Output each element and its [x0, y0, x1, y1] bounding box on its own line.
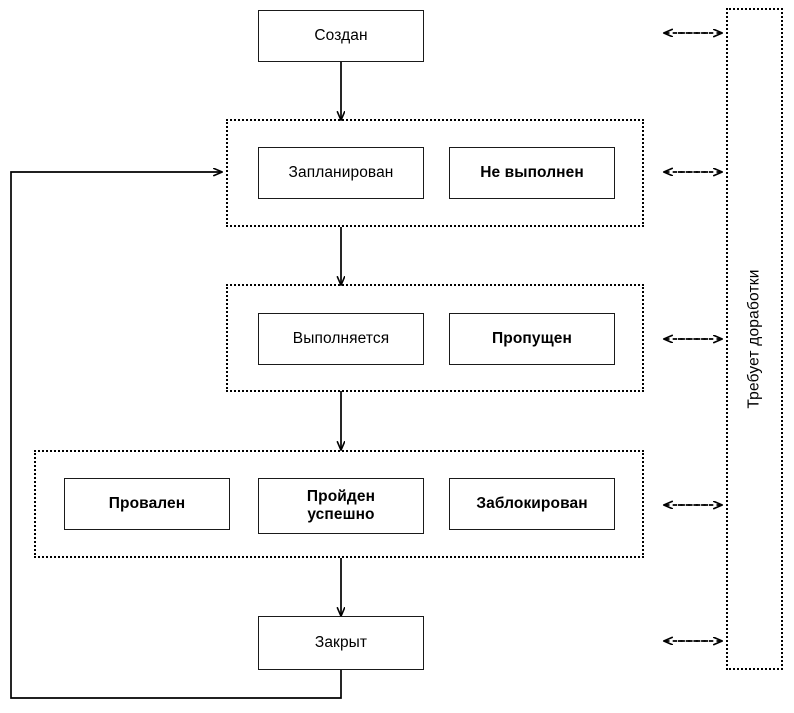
- state-box-passed[interactable]: Пройден успешно: [258, 478, 424, 534]
- state-label-closed: Закрыт: [314, 633, 368, 651]
- state-group-final: [34, 450, 644, 558]
- state-label-not-executed: Не выполнен: [480, 163, 584, 181]
- state-box-planned[interactable]: Запланирован: [258, 147, 424, 199]
- state-label-blocked: Заблокирован: [476, 494, 588, 512]
- state-group-in-progress: [226, 284, 644, 392]
- state-label-planned: Запланирован: [288, 163, 394, 181]
- state-box-rework[interactable]: Требует доработки: [726, 8, 783, 670]
- state-box-not-executed[interactable]: Не выполнен: [449, 147, 615, 199]
- state-box-failed[interactable]: Провален: [64, 478, 230, 530]
- state-label-rework: Требует доработки: [745, 269, 763, 409]
- state-label-created: Создан: [314, 26, 368, 44]
- state-box-in-progress[interactable]: Выполняется: [258, 313, 424, 365]
- state-group-planned: [226, 119, 644, 227]
- state-box-blocked[interactable]: Заблокирован: [449, 478, 615, 530]
- state-box-skipped[interactable]: Пропущен: [449, 313, 615, 365]
- state-box-created[interactable]: Создан: [258, 10, 424, 62]
- state-label-in-progress: Выполняется: [292, 329, 390, 347]
- state-label-passed: Пройден успешно: [306, 487, 376, 523]
- state-label-skipped: Пропущен: [492, 329, 572, 347]
- state-box-closed[interactable]: Закрыт: [258, 616, 424, 670]
- state-label-failed: Провален: [108, 494, 186, 512]
